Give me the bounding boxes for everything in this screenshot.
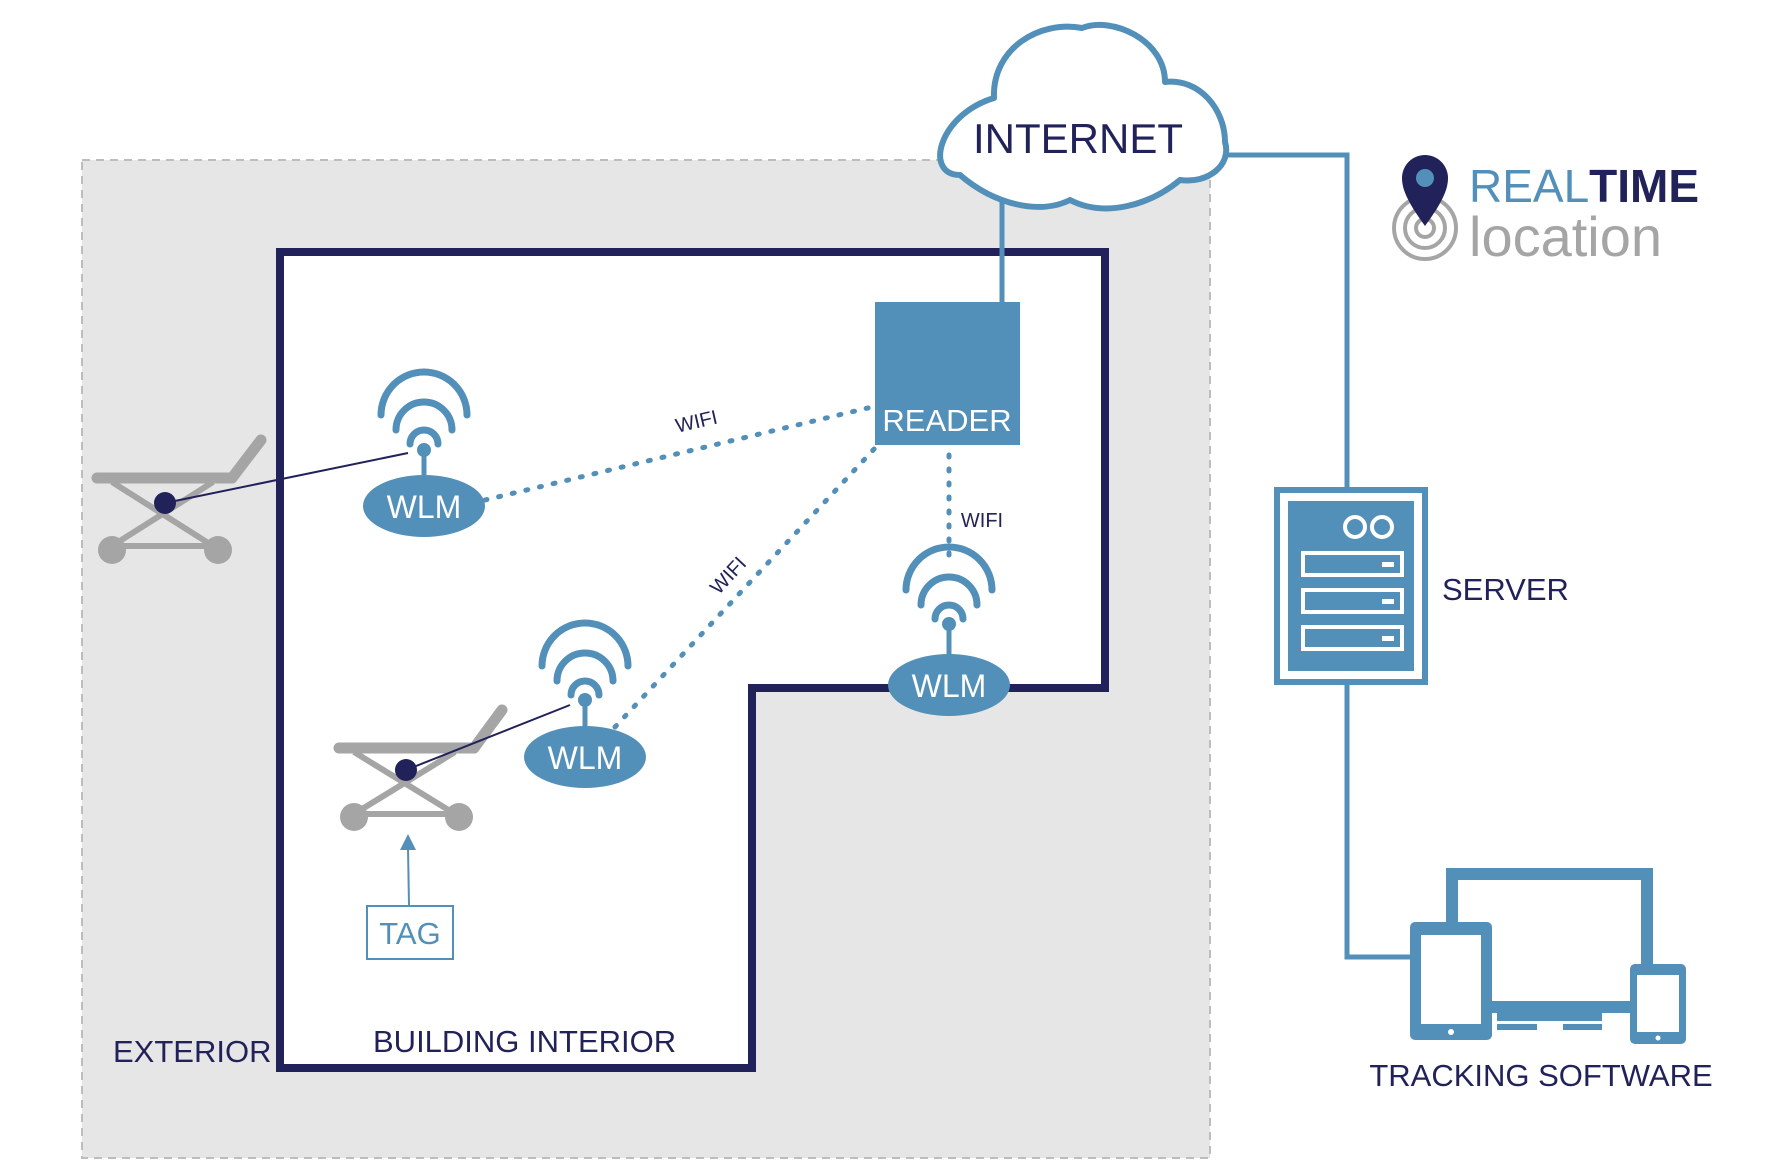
logo-time: TIME xyxy=(1589,160,1699,212)
wlm-node-2 xyxy=(524,726,646,788)
internet-label: INTERNET xyxy=(973,115,1183,162)
internet-server-link xyxy=(1225,152,1350,487)
building-interior-outline xyxy=(276,248,1109,1072)
server-label: SERVER xyxy=(1442,572,1569,607)
logo-real: REAL xyxy=(1469,160,1589,212)
reader-box xyxy=(875,302,1020,445)
stretcher-icon xyxy=(91,434,267,564)
cloud-icon xyxy=(937,21,1230,212)
realtime-location-logo: REALTIME location xyxy=(1392,155,1699,268)
tag-link-2 xyxy=(405,704,571,771)
building-interior-label: BUILDING INTERIOR xyxy=(373,1024,676,1059)
wlm-node-3 xyxy=(888,654,1010,716)
logo-text-top: REALTIME xyxy=(1469,160,1699,212)
tracking-software-label: TRACKING SOFTWARE xyxy=(1369,1058,1712,1093)
exterior-label: EXTERIOR xyxy=(113,1034,271,1069)
wifi-link-1 xyxy=(482,404,875,503)
tag-arrow xyxy=(407,847,410,906)
tag-arrow-head xyxy=(400,834,416,850)
stretcher-icon xyxy=(333,704,508,831)
reader-label: READER xyxy=(882,403,1011,438)
wifi-label-3: WIFI xyxy=(961,510,1003,532)
server-devices-link xyxy=(1344,682,1410,960)
wlm-label-3: WLM xyxy=(912,668,987,704)
wifi-icon xyxy=(902,543,996,655)
logo-location: location xyxy=(1469,205,1662,268)
location-pin-icon xyxy=(1392,155,1458,261)
tag-link-1 xyxy=(164,452,409,504)
devices-icon xyxy=(1410,868,1686,1044)
wifi-icon xyxy=(377,368,471,478)
tag-box xyxy=(366,905,454,960)
wlm-label-1: WLM xyxy=(387,489,462,525)
tag-label: TAG xyxy=(379,916,440,951)
wifi-icon xyxy=(538,619,632,728)
wlm-node-1 xyxy=(363,475,485,537)
server-icon xyxy=(1274,487,1428,685)
wlm-label-2: WLM xyxy=(548,740,623,776)
